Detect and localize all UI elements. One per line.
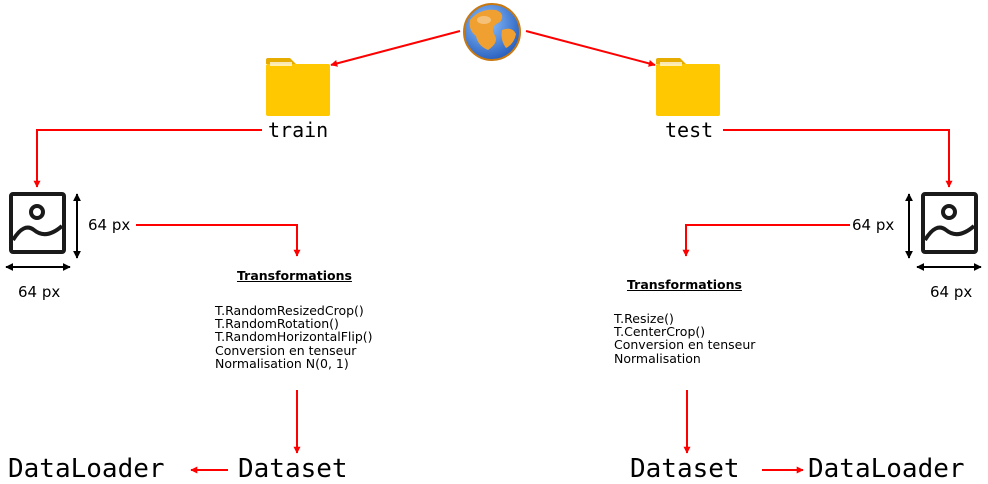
test-dataloader-label: DataLoader — [808, 454, 965, 484]
train-dataset-label: Dataset — [238, 454, 348, 484]
arrow-globe-to-train — [330, 30, 461, 67]
globe-icon — [463, 3, 521, 61]
test-transform-item: Conversion en tenseur — [614, 337, 756, 353]
test-transform-item: T.CenterCrop() — [614, 324, 706, 340]
train-transform-item: T.RandomResizedCrop() — [215, 303, 364, 318]
train-transform-item: Normalisation N(0, 1) — [215, 355, 349, 371]
image-icon-train — [9, 192, 66, 254]
train-transforms-title: Transformations — [237, 268, 352, 283]
train-transforms-list: T.RandomResizedCrop() T.RandomRotation()… — [215, 304, 373, 370]
arrow-test-to-image — [723, 129, 953, 188]
folder-icon-test — [656, 58, 720, 116]
test-dataset-label: Dataset — [630, 454, 740, 484]
arrow-globe-to-test — [525, 30, 656, 67]
train-dataloader-label: DataLoader — [8, 454, 165, 484]
test-transforms-title: Transformations — [627, 277, 742, 292]
folder-icon-train — [266, 58, 330, 116]
test-transform-item: T.Resize() — [614, 311, 674, 326]
train-height-label: 64 px — [88, 216, 131, 234]
test-height-label: 64 px — [852, 216, 895, 234]
arrow-test-image-to-transforms — [682, 224, 850, 257]
test-width-label: 64 px — [930, 283, 973, 301]
test-folder-label: test — [665, 118, 714, 142]
train-transform-item: T.RandomHorizontalFlip() — [215, 329, 373, 345]
arrow-train-to-image — [33, 129, 262, 188]
image-icon-test — [921, 192, 978, 254]
test-transform-item: Normalisation — [614, 350, 701, 366]
train-transform-item: T.RandomRotation() — [215, 316, 339, 332]
train-transform-item: Conversion en tenseur — [215, 342, 357, 358]
train-folder-label: train — [268, 118, 329, 142]
test-transforms-list: T.Resize() T.CenterCrop() Conversion en … — [614, 312, 755, 365]
arrow-train-image-to-transforms — [136, 224, 301, 257]
train-width-label: 64 px — [18, 283, 61, 301]
